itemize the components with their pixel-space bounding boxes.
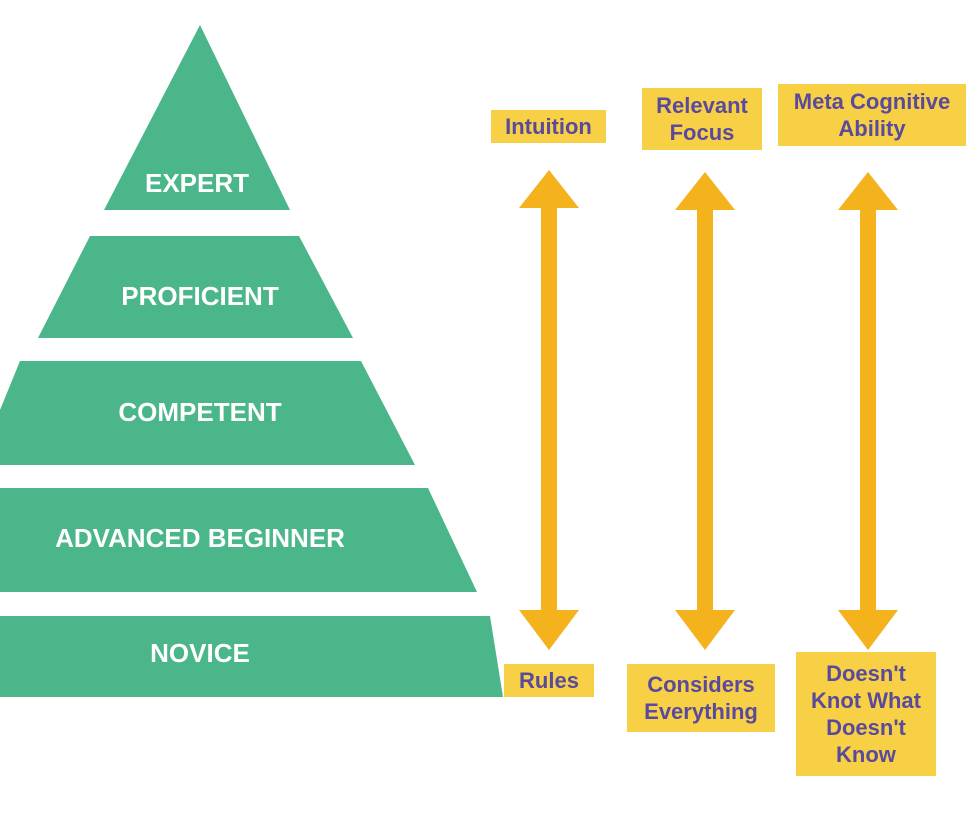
pyramid-level-competent-shape — [0, 361, 415, 465]
pyramid-level-proficient-shape — [38, 236, 353, 338]
pyramid-label-competent: COMPETENT — [118, 397, 282, 427]
tag-considers-everything: Considers Everything — [627, 664, 775, 732]
pyramid-label-proficient: PROFICIENT — [121, 281, 279, 311]
pyramid-level-advanced-beginner-shape — [0, 488, 477, 592]
tag-relevant-focus: Relevant Focus — [642, 88, 762, 150]
pyramid-label-advanced-beginner: ADVANCED BEGINNER — [55, 523, 345, 553]
tag-meta-cognitive-ability: Meta Cognitive Ability — [778, 84, 966, 146]
pyramid-label-expert: EXPERT — [144, 168, 250, 198]
pyramid-level-expert-shape — [104, 25, 290, 210]
pyramid-level-novice-shape — [0, 616, 503, 697]
pyramid-label-novice: NOVICE — [150, 638, 250, 668]
tag-intuition: Intuition — [491, 110, 606, 143]
tag-rules: Rules — [504, 664, 594, 697]
tag-doesnt-know-what-doesnt-know: Doesn't Knot What Doesn't Know — [796, 652, 936, 776]
